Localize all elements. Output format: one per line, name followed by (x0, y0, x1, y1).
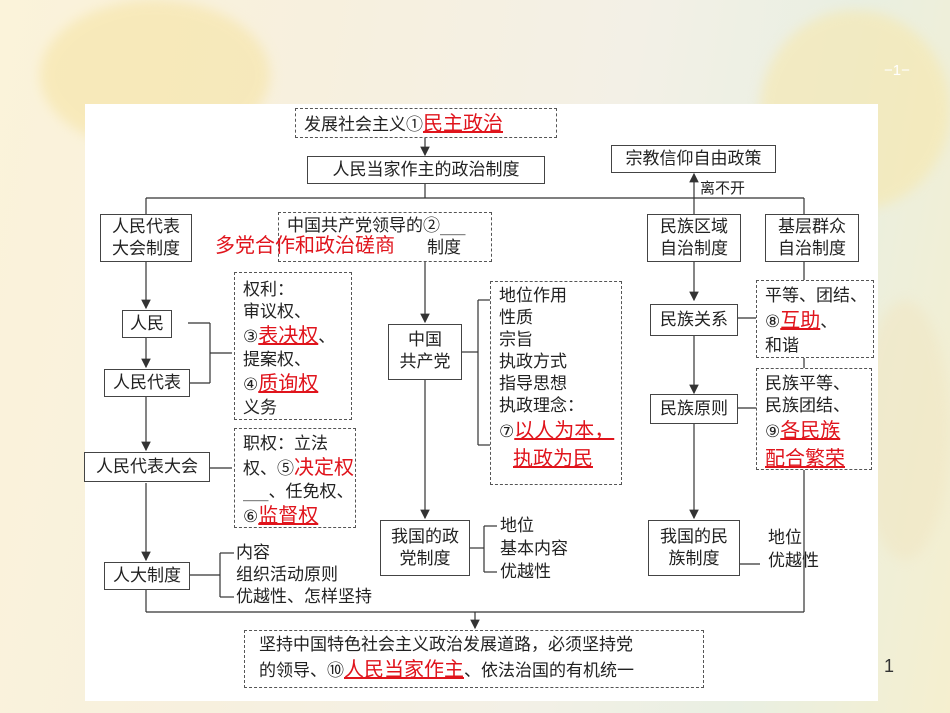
cpc-line1: 中国共产党领导的②___ (287, 216, 466, 236)
npc-item-content: 内容 (236, 543, 270, 563)
party-item-nature: 性质 (499, 308, 533, 328)
answer-7a: 以人为本， (514, 418, 615, 442)
answer-7b: 执政为民 (513, 446, 593, 470)
q7-marker: ⑦ (499, 422, 515, 442)
party-item-governing-idea: 执政理念： (499, 396, 584, 416)
ethnic-principles-label: 民族原则 (660, 399, 728, 419)
answer-10: 人民当家作主 (344, 657, 464, 681)
powers-line3: ___、任免权、 (243, 482, 354, 502)
regional-autonomy-box: 民族区域 自治制度 (647, 214, 741, 262)
principles-line1: 民族平等、 (765, 374, 850, 394)
inseparable-label: 离不开 (700, 179, 746, 197)
principles-answer-box: 民族平等、 民族团结、 ⑨各民族 配合繁荣 (756, 368, 872, 470)
congress-box: 人民代表大会 (84, 452, 210, 482)
ethnic-item-status: 地位 (768, 528, 802, 548)
npc-system-line2: 大会制度 (112, 239, 180, 259)
regional-line2: 自治制度 (660, 239, 728, 259)
ethnic-principles-box: 民族原则 (650, 394, 738, 424)
rights-line2: 审议权、 (243, 302, 311, 322)
people-label: 人民 (130, 314, 164, 334)
ethnic-relations-box: 民族关系 (650, 304, 738, 336)
powers-box: 职权：立法 权、⑤决定权 ___、任免权、 ⑥监督权 (234, 428, 356, 528)
q4-marker: ④ (243, 375, 259, 395)
conclusion-line2b: 、依法治国的有机统一 (464, 661, 634, 681)
answer-3: 表决权 (258, 323, 319, 347)
party-system-item-status: 地位 (500, 516, 534, 536)
party-line2: 共产党 (399, 352, 451, 372)
answer-8: 互助 (780, 308, 821, 332)
rights-line4: 提案权、 (243, 350, 311, 370)
npc-item-superiority: 优越性、怎样坚持 (236, 587, 372, 607)
relations-sep: 、 (820, 312, 838, 332)
answer-9a: 各民族 (780, 418, 841, 442)
rights-title: 权利： (243, 280, 294, 300)
answer-4: 质询权 (258, 371, 319, 395)
party-item-guiding-thought: 指导思想 (499, 374, 567, 394)
party-box: 中国 共产党 (388, 324, 462, 380)
answer-5: 决定权 (294, 455, 354, 479)
conclusion-line1: 坚持中国特色社会主义政治发展道路，必须坚持党 (259, 635, 633, 655)
answer-2: 多党合作和政治磋商 (215, 233, 395, 257)
conclusion-line2a: 的领导、⑩ (259, 661, 344, 681)
rights-sep: 、 (318, 327, 336, 347)
party-system-box: 我国的政 党制度 (380, 520, 470, 576)
deputies-box: 人民代表 (104, 369, 190, 397)
party-line1: 中国 (408, 330, 442, 350)
q6-marker: ⑥ (243, 507, 259, 527)
npc-short-box: 人大制度 (104, 562, 190, 590)
powers-line1: 职权：立法 (243, 434, 328, 454)
principles-line2: 民族团结、 (765, 396, 850, 416)
powers-line2: 权、⑤ (243, 459, 294, 479)
goal-box: 发展社会主义①民主政治 (295, 108, 557, 138)
relations-line3: 和谐 (765, 336, 799, 356)
relations-line1: 平等、团结、 (765, 286, 867, 306)
ethnic-item-superiority: 优越性 (768, 551, 819, 571)
religion-policy-label: 宗教信仰自由政策 (625, 149, 762, 169)
q9-marker: ⑨ (765, 422, 781, 442)
deputies-label: 人民代表 (113, 373, 181, 393)
party-system-item-superiority: 优越性 (500, 562, 551, 582)
npc-short-label: 人大制度 (113, 566, 181, 586)
party-item-governing-mode: 执政方式 (499, 352, 567, 372)
goal-prefix: 发展社会主义① (304, 115, 423, 135)
grassroots-line1: 基层群众 (778, 217, 846, 237)
congress-label: 人民代表大会 (96, 457, 198, 477)
ethnic-system-line2: 族制度 (668, 549, 720, 569)
rights-box: 权利： 审议权、 ③表决权、 提案权、 ④质询权 义务 (234, 272, 352, 420)
regional-line1: 民族区域 (660, 217, 728, 237)
cpc-line2: 制度 (427, 238, 461, 258)
grassroots-autonomy-box: 基层群众 自治制度 (765, 214, 859, 262)
q8-marker: ⑧ (765, 312, 781, 332)
conclusion-box: 坚持中国特色社会主义政治发展道路，必须坚持党 的领导、⑩人民当家作主、依法治国的… (244, 630, 704, 688)
core-system-box: 人民当家作主的政治制度 (307, 156, 545, 184)
party-item-role: 地位作用 (499, 286, 567, 306)
npc-system-line1: 人民代表 (112, 217, 180, 237)
answer-6: 监督权 (258, 503, 319, 527)
page-number: 1 (884, 656, 895, 676)
diagram-panel (85, 104, 878, 701)
rights-line6: 义务 (243, 398, 277, 418)
people-box: 人民 (122, 310, 172, 338)
party-system-line1: 我国的政 (391, 527, 459, 547)
grassroots-line2: 自治制度 (778, 239, 846, 259)
slide-marker: −1− (884, 62, 910, 79)
ethnic-relations-label: 民族关系 (660, 310, 728, 330)
core-system-label: 人民当家作主的政治制度 (332, 160, 520, 180)
relations-answer-box: 平等、团结、 ⑧互助、 和谐 (756, 280, 874, 358)
party-system-item-content: 基本内容 (500, 539, 568, 559)
answer-9b: 配合繁荣 (765, 446, 845, 470)
npc-item-principles: 组织活动原则 (236, 565, 338, 585)
ethnic-system-box: 我国的民 族制度 (648, 520, 740, 576)
answer-1: 民主政治 (423, 111, 503, 135)
npc-system-box: 人民代表 大会制度 (100, 214, 192, 262)
ethnic-system-line1: 我国的民 (660, 527, 728, 547)
party-attributes-box: 地位作用 性质 宗旨 执政方式 指导思想 执政理念： ⑦以人为本， 执政为民 (490, 281, 622, 485)
cpc-cooperation-box: 中国共产党领导的②___ 制度 (278, 212, 492, 262)
party-item-purpose: 宗旨 (499, 330, 533, 350)
religion-policy-box: 宗教信仰自由政策 (611, 145, 776, 173)
party-system-line2: 党制度 (399, 549, 451, 569)
q3-marker: ③ (243, 327, 259, 347)
